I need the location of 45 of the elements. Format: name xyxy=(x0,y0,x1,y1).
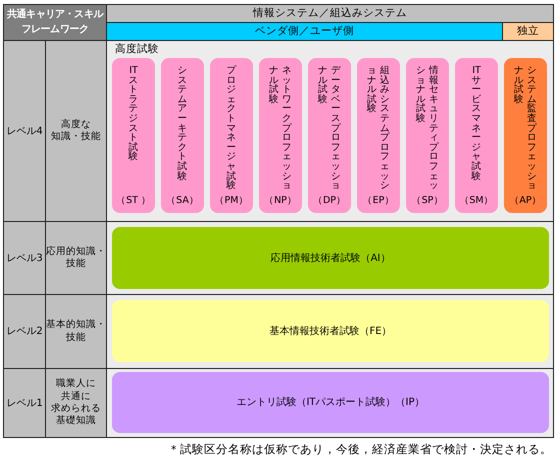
exam-code: （SM） xyxy=(459,194,494,206)
exam-name: ネットワークプロフェッショナル試験 xyxy=(269,66,292,191)
exam-card xyxy=(210,58,253,213)
exam-name: システムアーキテクト試験 xyxy=(178,66,188,184)
exam-code: （SP） xyxy=(412,194,444,206)
exam-name: ITストラテジスト試験 xyxy=(128,66,138,164)
exam-code: （EP） xyxy=(362,194,394,206)
table-header-cell: ベンダ側／ユーザ側 xyxy=(106,22,503,41)
exam-name: データベースプロフェッショナル試験 xyxy=(318,66,341,191)
panel-heading: 高度試験 xyxy=(115,43,159,57)
table-header-cell: 情報システム／組込みシステム xyxy=(106,4,554,23)
exam-card xyxy=(259,58,302,213)
exam-bar: エントリ試験（ITパスポート試験）（IP） xyxy=(112,372,549,433)
footnote: ＊試験区分名称は仮称であり，今後，経済産業省で検討・決定される。 xyxy=(168,443,552,457)
exam-name: 情報セキュリティプロフェッショナル試験 xyxy=(416,66,439,191)
skill-description-cell: 応用的知識・技能 xyxy=(45,221,107,295)
exam-name: システム監査プロフェッショナル試験 xyxy=(514,66,537,191)
exam-bar: 基本情報技術者試験（FE） xyxy=(112,300,549,362)
skill-description-cell: 基本的知識・技能 xyxy=(45,294,107,369)
exam-code: （ST ） xyxy=(116,194,151,206)
exam-card xyxy=(504,58,547,213)
exam-category-panel xyxy=(106,40,554,222)
level-header-cell: レベル4 xyxy=(3,40,46,222)
table-header-cell: 独立 xyxy=(502,22,554,41)
exam-code: （PM） xyxy=(214,194,248,206)
level-header-cell: レベル3 xyxy=(3,221,46,295)
exam-name: 組込みシステムプロフェッショナル試験 xyxy=(367,66,390,191)
exam-card xyxy=(455,58,498,213)
exam-card xyxy=(161,58,204,213)
exam-card xyxy=(357,58,400,213)
exam-code: （NP） xyxy=(264,194,297,206)
exam-name: プロジェクトマネージャ試験 xyxy=(226,66,236,191)
skill-description-cell: 高度な知識・技能 xyxy=(45,40,107,222)
exam-card xyxy=(308,58,351,213)
level-header-cell: レベル2 xyxy=(3,294,46,369)
level-header-cell: レベル1 xyxy=(3,368,46,438)
exam-card xyxy=(112,58,155,213)
exam-bar: 応用情報技術者試験（AI） xyxy=(112,227,549,289)
exam-code: （DP） xyxy=(312,194,346,206)
skill-description-cell: 職業人に共通に求められる基礎知識 xyxy=(45,368,107,438)
exam-code: （SA） xyxy=(166,194,199,206)
table-header-cell: 共通キャリア・スキルフレームワーク xyxy=(3,4,107,41)
exam-name: ITサービスマネージャ試験 xyxy=(472,66,482,184)
exam-code: （AP） xyxy=(509,194,542,206)
exam-card xyxy=(406,58,449,213)
